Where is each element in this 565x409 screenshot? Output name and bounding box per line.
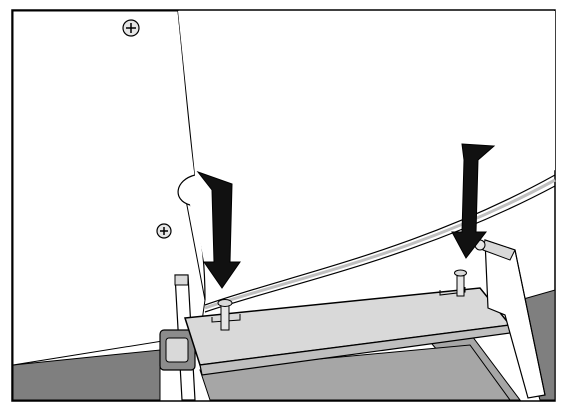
- down-arrow-left: [196, 170, 241, 289]
- upper-panel: [178, 11, 555, 295]
- pin-right: [454, 269, 467, 297]
- right-post: [482, 239, 546, 399]
- phillips-screw-middle: [156, 223, 172, 239]
- back-panel: [12, 10, 206, 366]
- pin-left: [217, 299, 233, 331]
- down-arrow-right: [451, 143, 496, 259]
- cable: [204, 174, 556, 313]
- shelf-plate: [184, 287, 512, 376]
- left-block: [159, 329, 196, 371]
- phillips-screw-top: [122, 19, 140, 37]
